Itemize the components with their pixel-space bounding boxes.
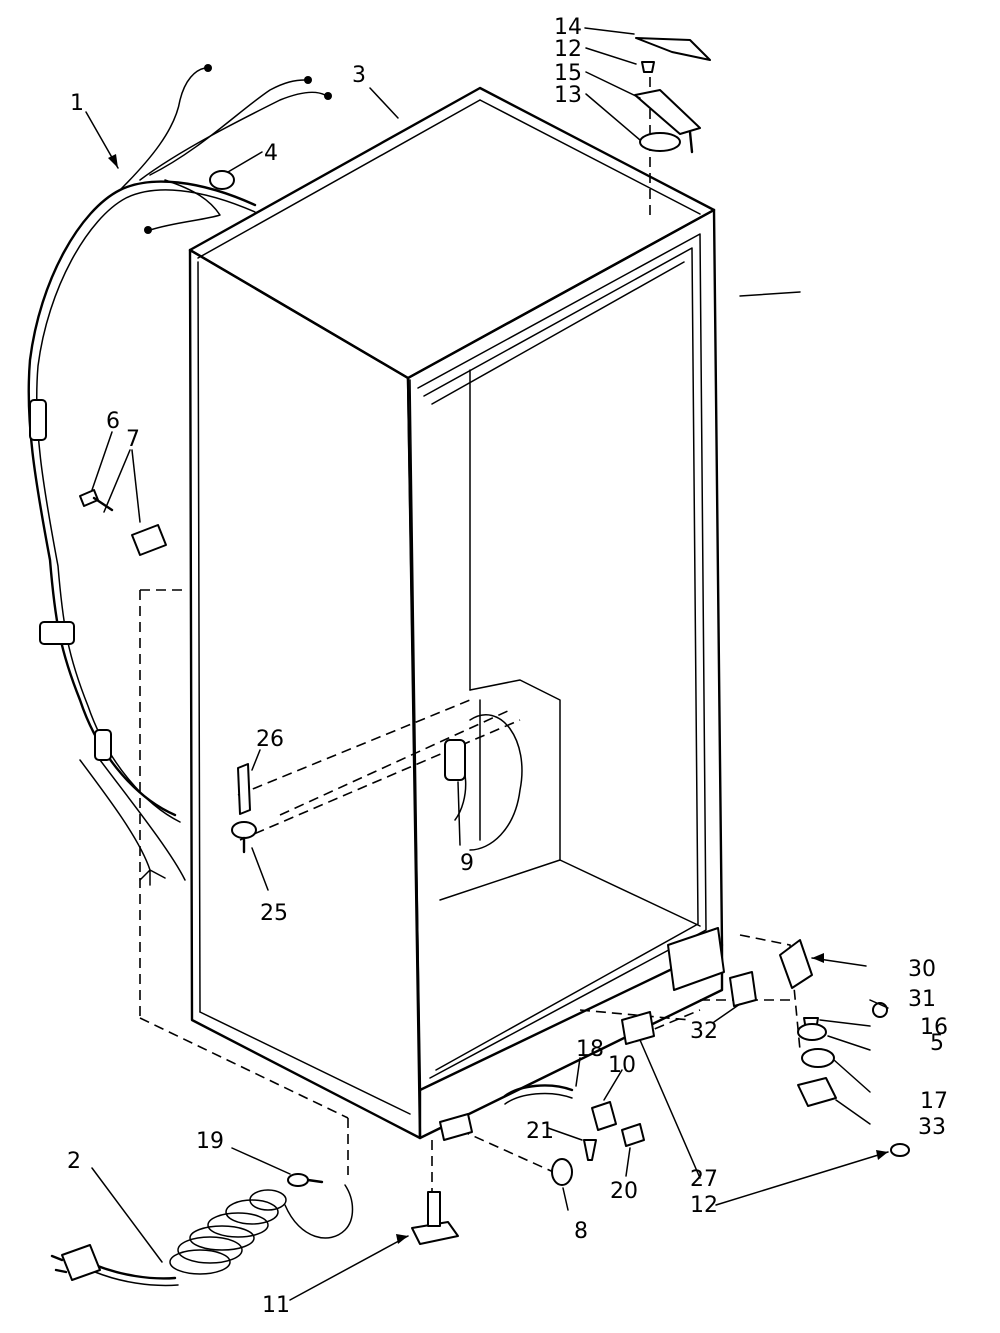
callout-2: 2 (67, 1149, 81, 1174)
callout-1: 1 (70, 91, 84, 116)
tube-18-icon (503, 1084, 574, 1105)
callout-11: 11 (262, 1293, 290, 1318)
screw-12-top-icon (641, 61, 655, 73)
hinge-15-icon (634, 89, 701, 154)
screw-6-icon (79, 489, 114, 512)
hinge-block-icon (667, 927, 725, 991)
leveling-leg-11-icon (411, 1191, 459, 1245)
hinge-cover-14-icon (635, 37, 711, 61)
callout-9: 9 (460, 851, 474, 876)
callout-31: 31 (908, 987, 936, 1012)
callout-10: 10 (608, 1053, 636, 1078)
power-cord-icon (50, 1184, 354, 1287)
callout-21: 21 (526, 1119, 554, 1144)
callout-8: 8 (574, 1219, 588, 1244)
clamp-19-icon (287, 1173, 324, 1187)
shim-13-icon (639, 132, 681, 152)
screw-12-bottom-icon (890, 1143, 910, 1157)
callout-20: 20 (610, 1179, 638, 1204)
callout-12-top: 12 (554, 37, 582, 62)
clip-20-icon (621, 1123, 645, 1147)
callout-27: 27 (690, 1167, 718, 1192)
callout-13: 13 (554, 83, 582, 108)
callout-18: 18 (576, 1037, 604, 1062)
bracket-32-icon (729, 971, 757, 1007)
wiring-harness (27, 64, 332, 886)
bracket-10-icon (591, 1101, 617, 1131)
thermostat-9-icon (444, 739, 466, 781)
foot-block-icon (439, 1113, 473, 1141)
callout-25: 25 (260, 901, 288, 926)
callout-19: 19 (196, 1129, 224, 1154)
callout-3: 3 (352, 63, 366, 88)
cabinet-body (188, 86, 724, 1140)
callout-7: 7 (126, 427, 140, 452)
callout-14: 14 (554, 15, 582, 40)
bracket-27-icon (621, 1011, 655, 1045)
cover-30-icon (779, 939, 813, 989)
callout-16: 16 (920, 1015, 948, 1040)
shim-17-icon (801, 1048, 835, 1068)
roller-25-icon (231, 821, 257, 854)
callout-6: 6 (106, 409, 120, 434)
callout-labels: 1 2 3 4 5 6 7 8 9 10 11 12 12 13 14 15 1… (67, 15, 948, 1318)
bracket-26-icon (237, 763, 251, 815)
projection-lines (139, 60, 801, 1230)
callout-32: 32 (690, 1019, 718, 1044)
callout-15: 15 (554, 61, 582, 86)
callout-26: 26 (256, 727, 284, 752)
callout-5: 5 (930, 1031, 944, 1056)
harness-clip-icon (39, 621, 75, 645)
leader-lines (85, 27, 889, 1301)
callout-17: 17 (920, 1089, 948, 1114)
plug-8-icon (551, 1158, 573, 1186)
grommet-icon (209, 170, 235, 190)
callout-30: 30 (908, 957, 936, 982)
screw-21-icon (583, 1139, 597, 1161)
callout-12-bottom: 12 (690, 1193, 718, 1218)
washer-5-icon (797, 1023, 827, 1041)
clip-7-icon (131, 524, 167, 556)
hinge-33-icon (797, 1077, 837, 1107)
callout-33: 33 (918, 1115, 946, 1140)
callout-4: 4 (264, 141, 278, 166)
